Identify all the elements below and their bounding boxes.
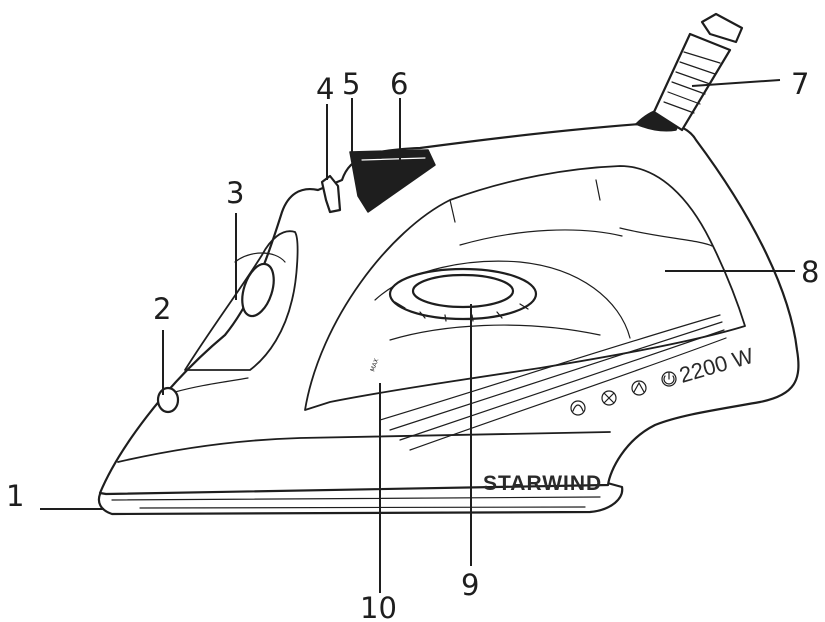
steam-shot-button bbox=[320, 174, 342, 214]
brand-logo: STARWIND bbox=[483, 472, 602, 495]
callout-6: 6 bbox=[390, 67, 408, 101]
self-clean-icon bbox=[631, 380, 647, 396]
callout-5: 5 bbox=[342, 67, 360, 101]
callout-7: 7 bbox=[791, 67, 809, 101]
temperature-dial bbox=[411, 273, 515, 309]
handle-opening bbox=[304, 165, 746, 411]
steam-off-icon bbox=[601, 390, 617, 406]
spray-button bbox=[349, 149, 436, 213]
cord-guard bbox=[652, 32, 732, 132]
water-inlet-cover bbox=[241, 262, 275, 318]
front-shoulder bbox=[184, 230, 299, 371]
steam-low-icon bbox=[570, 400, 586, 416]
callout-8: 8 bbox=[801, 255, 819, 289]
side-stripes bbox=[379, 314, 727, 451]
cord-end bbox=[700, 12, 744, 44]
callout-1: 1 bbox=[6, 479, 24, 513]
soleplate-edge bbox=[111, 496, 601, 509]
callout-2: 2 bbox=[153, 292, 171, 326]
max-mark: MAX bbox=[369, 358, 380, 373]
auto-off-icon bbox=[661, 371, 677, 387]
callout-4: 4 bbox=[316, 72, 334, 106]
callout-10: 10 bbox=[360, 591, 397, 622]
callout-3: 3 bbox=[226, 176, 244, 210]
chassis-line bbox=[117, 431, 611, 463]
leader-7 bbox=[691, 79, 781, 87]
callout-9: 9 bbox=[461, 568, 479, 602]
